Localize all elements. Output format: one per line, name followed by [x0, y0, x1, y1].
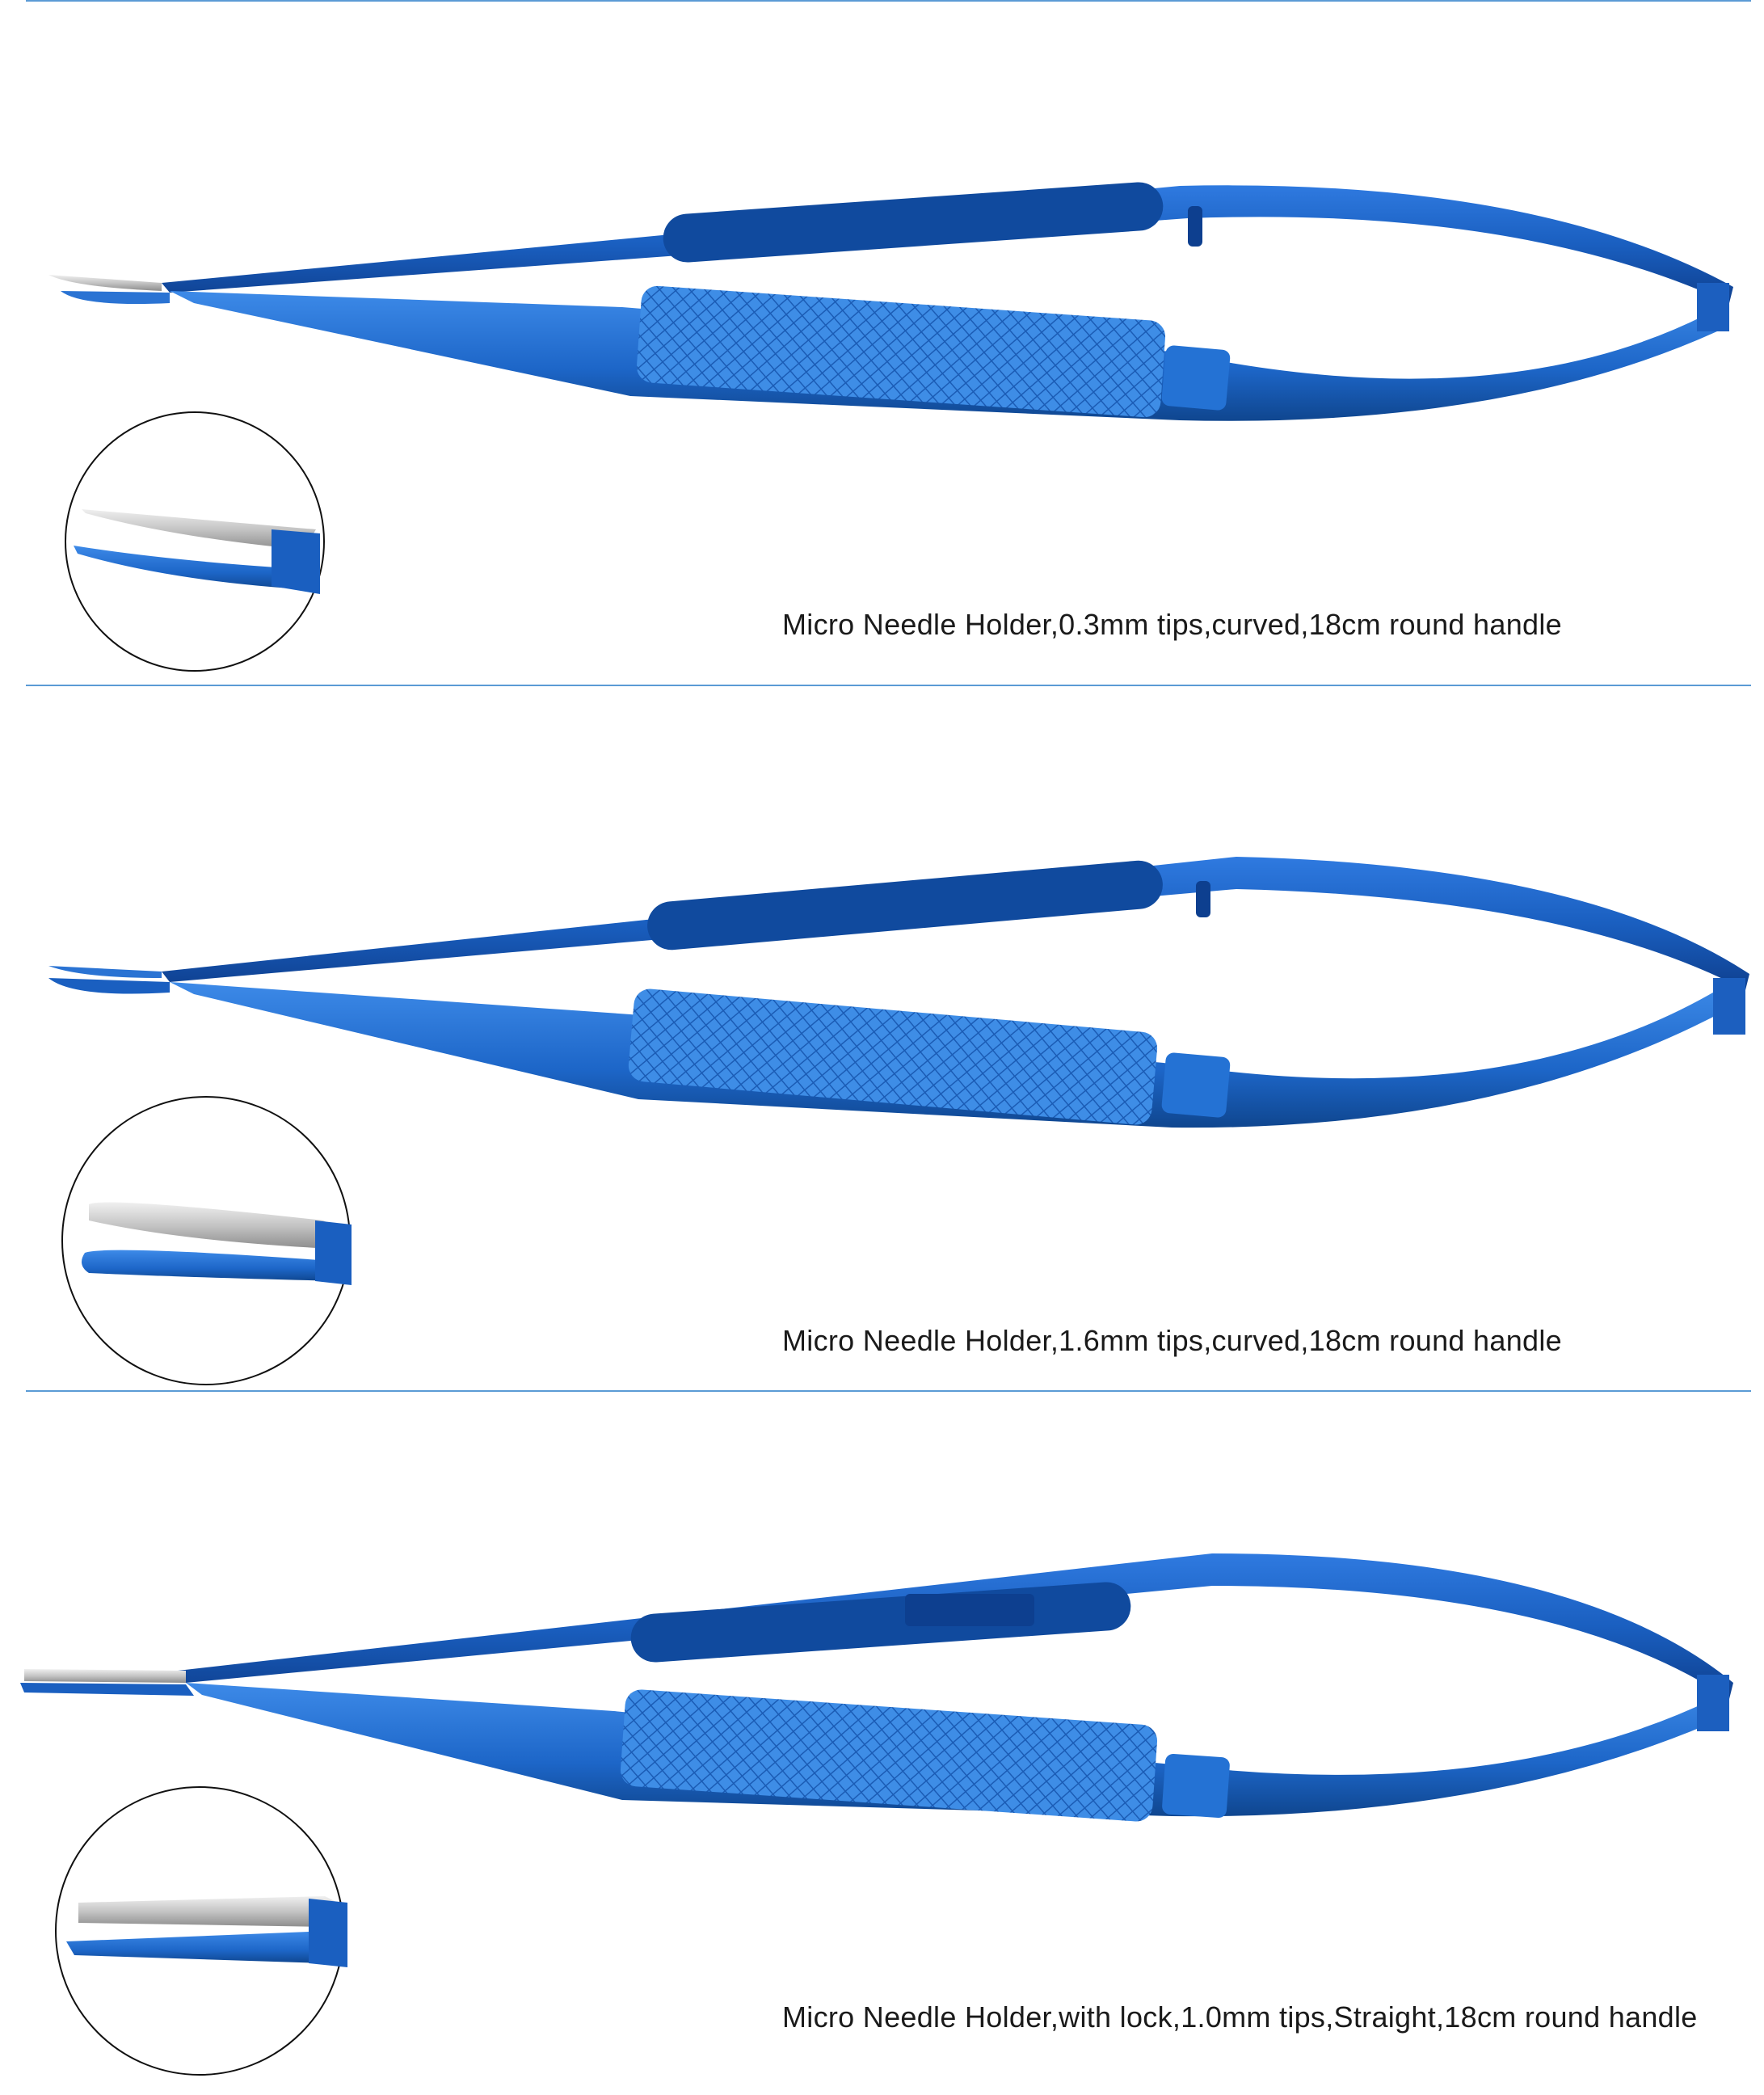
- product-section-2: Micro Needle Holder,1.6mm tips,curved,18…: [0, 687, 1764, 1390]
- product-caption-3: Micro Needle Holder,with lock,1.0mm tips…: [782, 2000, 1698, 2034]
- top-divider: [26, 0, 1751, 2]
- tip-detail-zoom-1: [65, 411, 325, 672]
- product-caption-1: Micro Needle Holder,0.3mm tips,curved,18…: [782, 608, 1562, 641]
- section-divider-1: [26, 685, 1751, 686]
- product-section-3: Micro Needle Holder,with lock,1.0mm tips…: [0, 1392, 1764, 2095]
- needle-holder-image-2: [48, 857, 1749, 1128]
- needle-holder-image-3: [20, 1553, 1733, 1822]
- needle-holder-image-1: [48, 182, 1733, 421]
- section-divider-2: [26, 1390, 1751, 1392]
- tip-detail-zoom-3: [55, 1786, 347, 2076]
- product-caption-2: Micro Needle Holder,1.6mm tips,curved,18…: [782, 1324, 1562, 1357]
- tip-detail-zoom-2: [61, 1096, 352, 1385]
- product-section-1: Micro Needle Holder,0.3mm tips,curved,18…: [0, 0, 1764, 687]
